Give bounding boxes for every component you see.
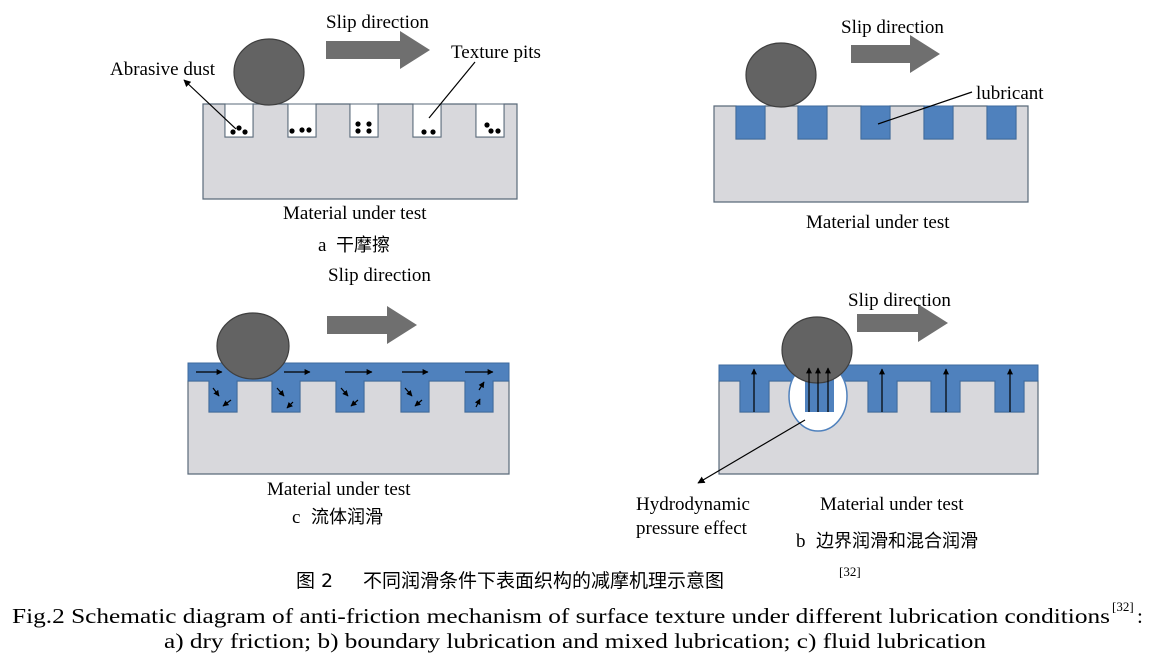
effect-label-line1: Hydrodynamic <box>636 494 750 515</box>
panel-d-boundary-mixed-lubrication: Slip direction Hydrodynamic pressure eff… <box>636 290 1039 552</box>
panel-tag-cn: 干摩擦 <box>336 235 390 256</box>
slip-direction-arrow <box>327 306 417 344</box>
slip-direction-label: Slip direction <box>326 12 429 33</box>
ball <box>745 42 817 108</box>
slip-direction-arrow <box>857 304 948 342</box>
lubricant-label: lubricant <box>976 83 1044 104</box>
ball <box>216 312 290 380</box>
material-label: Material under test <box>267 479 411 500</box>
lubricant-pointer-line <box>877 91 973 125</box>
slip-direction-label: Slip direction <box>848 290 951 311</box>
material-label: Material under test <box>806 212 950 233</box>
caption-en-line2: a) dry friction; b) boundary lubrication… <box>164 629 987 653</box>
effect-label-line2: pressure effect <box>636 518 748 539</box>
material-label: Material under test <box>283 203 427 224</box>
slip-direction-arrow <box>326 31 430 69</box>
lubricant-fill <box>735 105 1017 140</box>
panel-tag: b <box>796 531 806 552</box>
caption-cn-ref: [32] <box>839 564 861 579</box>
panel-tag: a <box>318 235 327 256</box>
ball <box>233 38 305 106</box>
pressure-arrows <box>751 367 1013 412</box>
slip-direction-arrow <box>851 35 940 73</box>
panel-tag: c <box>292 507 300 528</box>
caption-en-line1: Fig.2 Schematic diagram of anti-friction… <box>12 604 1110 628</box>
panel-b-lubricant-pits: Slip direction lubricant Material under … <box>713 17 1044 233</box>
pressure-effect-pointer-line <box>697 419 806 484</box>
dust-pointer-line <box>183 79 237 130</box>
abrasive-dust-label: Abrasive dust <box>110 59 216 80</box>
material-label: Material under test <box>820 494 964 515</box>
figure-caption: 图 2 不同润滑条件下表面织构的减摩机理示意图 [32] Fig.2 Schem… <box>12 564 1143 653</box>
texture-pits-label: Texture pits <box>451 42 541 63</box>
panel-tag-cn: 流体润滑 <box>311 507 383 528</box>
ball <box>781 316 853 384</box>
caption-cn-prefix: 图 2 <box>296 570 333 592</box>
caption-en-colon: : <box>1137 604 1143 628</box>
pits-pointer-line <box>428 61 476 119</box>
panel-tag-cn: 边界润滑和混合润滑 <box>816 531 978 552</box>
slip-direction-label: Slip direction <box>328 265 431 286</box>
panel-c-fluid-lubrication: Slip direction Material under test c 流体润… <box>187 265 510 528</box>
caption-cn-text: 不同润滑条件下表面织构的减摩机理示意图 <box>363 570 724 592</box>
slip-direction-label: Slip direction <box>841 17 944 38</box>
caption-en-ref: [32] <box>1112 599 1134 614</box>
panel-a-dry-friction: Slip direction Abrasive dust Texture pit… <box>110 12 541 256</box>
flow-arrows <box>196 369 494 409</box>
abrasive-dust-particles <box>230 121 501 135</box>
